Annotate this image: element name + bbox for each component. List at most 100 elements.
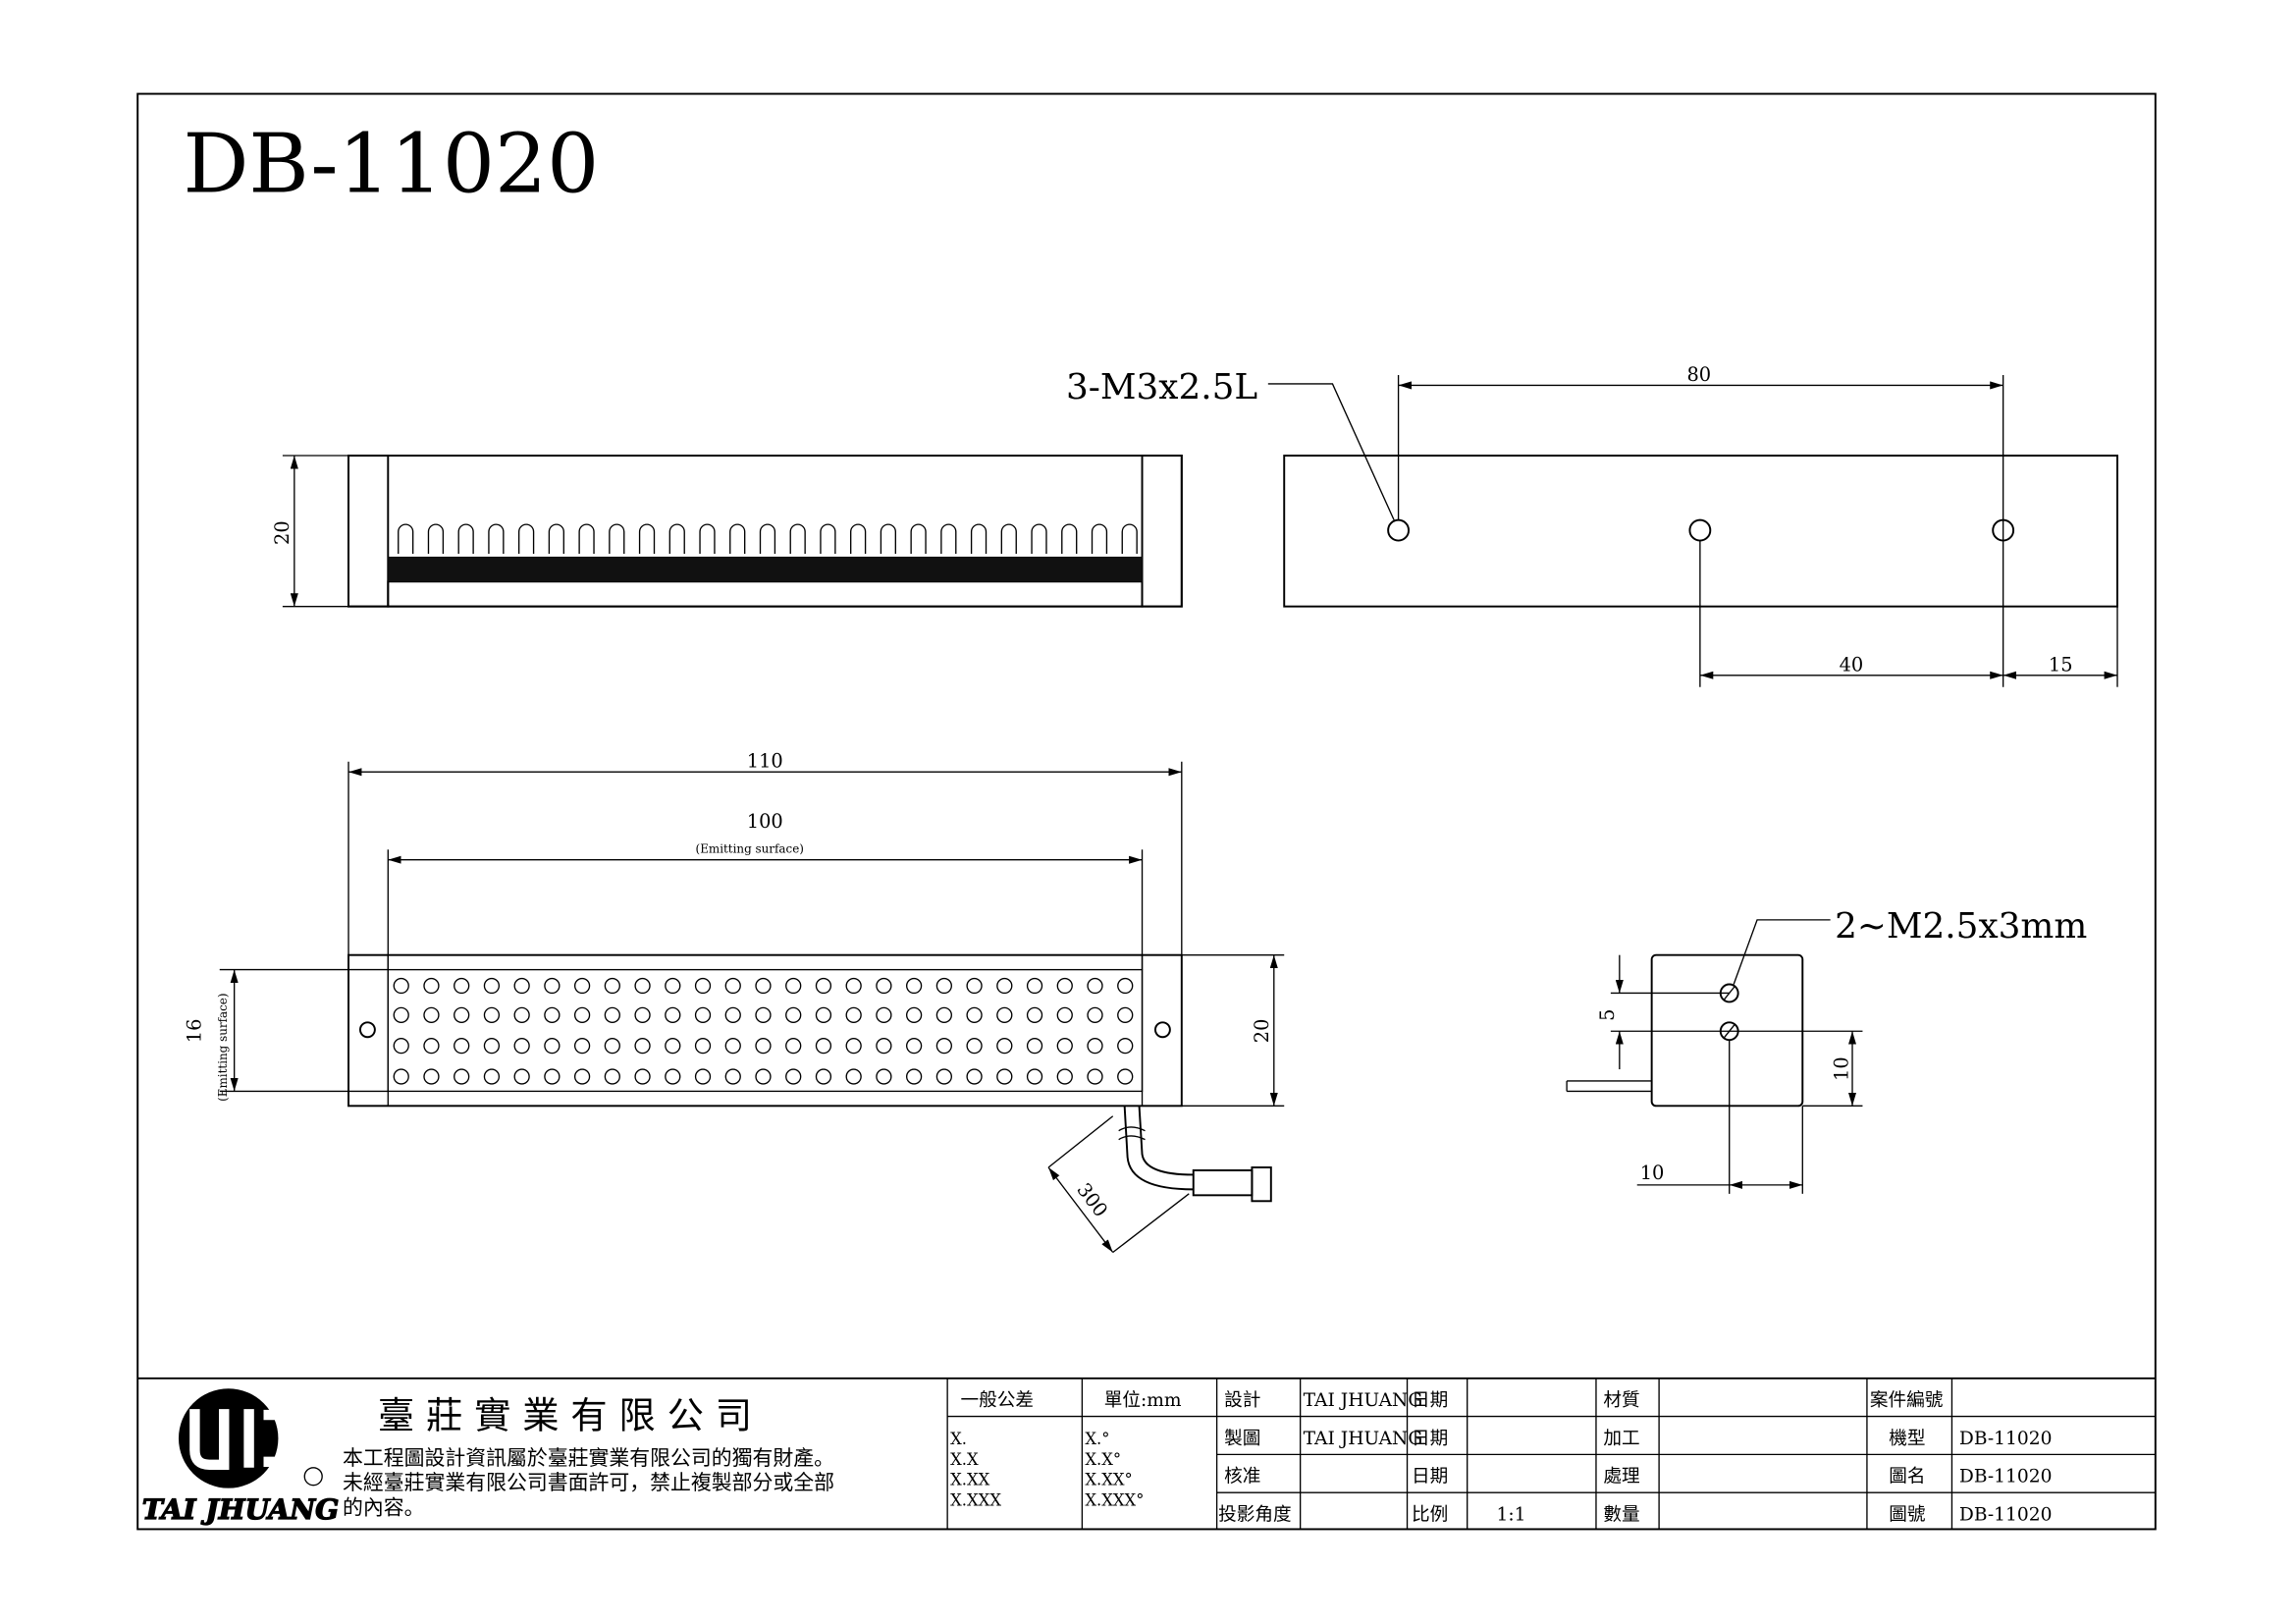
led xyxy=(1000,523,1017,554)
led-dot xyxy=(1026,977,1043,995)
led-dot xyxy=(694,977,712,995)
led-dot xyxy=(935,977,952,995)
led-dot xyxy=(665,977,681,995)
led-dot xyxy=(573,1068,591,1085)
dim-15: 15 xyxy=(2049,653,2073,676)
connector xyxy=(1192,1168,1254,1197)
info-value: DB-11020 xyxy=(1959,1429,2053,1449)
led-dot xyxy=(996,977,1013,995)
row-label: 投影角度 xyxy=(1218,1504,1292,1525)
led-dot xyxy=(724,1006,741,1023)
led-dot xyxy=(1026,1038,1043,1055)
led-dot xyxy=(573,1006,591,1023)
property-label: 數量 xyxy=(1603,1504,1639,1525)
led xyxy=(820,523,836,554)
info-value: DB-11020 xyxy=(1959,1467,2053,1488)
led xyxy=(759,523,776,554)
led-dot xyxy=(1117,977,1134,995)
led-dot xyxy=(513,1038,530,1055)
led-dot xyxy=(935,1006,952,1023)
property-label: 加工 xyxy=(1603,1429,1639,1449)
dim-height-bottom: 20 xyxy=(1251,1019,1273,1044)
property-label: 處理 xyxy=(1603,1467,1640,1488)
led-dot xyxy=(755,977,772,995)
front-section-view: 20 xyxy=(271,455,1183,608)
led-dot xyxy=(573,1038,591,1055)
company-name: 臺 莊 實 業 有 限 公 司 xyxy=(378,1394,752,1437)
led-dot xyxy=(845,1068,862,1085)
led xyxy=(970,523,988,554)
logo-text: TAI JHUANG xyxy=(142,1492,340,1526)
led-dot xyxy=(634,1068,651,1085)
led-dot xyxy=(483,977,501,995)
led xyxy=(940,523,957,554)
led-dot xyxy=(665,1068,681,1085)
led-dot xyxy=(755,1006,772,1023)
led-dot xyxy=(1087,1006,1103,1023)
emitting-surface-label: (Emitting surface) xyxy=(696,841,804,855)
led-dot xyxy=(785,1006,802,1023)
led-dot xyxy=(634,1006,651,1023)
led-dot xyxy=(423,977,440,995)
led-dot xyxy=(423,1038,440,1055)
led-dot xyxy=(694,1068,712,1085)
led-dot xyxy=(423,1006,440,1023)
led-dot xyxy=(755,1068,772,1085)
led xyxy=(638,523,656,554)
led-dot xyxy=(604,1068,620,1085)
led-dot xyxy=(454,1068,470,1085)
led xyxy=(880,523,897,554)
led-dot xyxy=(935,1038,952,1055)
led-dot xyxy=(1056,1038,1073,1055)
unit-header: 單位:mm xyxy=(1104,1390,1182,1411)
led-dot xyxy=(905,977,923,995)
led-dot xyxy=(454,977,470,995)
row-label: 核准 xyxy=(1224,1467,1260,1488)
led-dot xyxy=(876,1006,892,1023)
led-dot xyxy=(1026,1068,1043,1085)
led-dot xyxy=(755,1038,772,1055)
led-dot xyxy=(1056,977,1073,995)
led-dot xyxy=(483,1038,501,1055)
cable xyxy=(1118,1106,1272,1203)
led-dot xyxy=(423,1068,440,1085)
led-dot xyxy=(966,1068,983,1085)
dim-40: 40 xyxy=(1840,653,1864,676)
notice-line-1: 本工程圖設計資訊屬於臺莊實業有限公司的獨有財產。 xyxy=(343,1446,834,1470)
company-logo: TAI JHUANG xyxy=(141,1388,340,1527)
led-dot xyxy=(966,1006,983,1023)
dim-hole-spacing: 80 xyxy=(1686,363,1711,386)
led-dot xyxy=(785,977,802,995)
led-dot xyxy=(1056,1068,1073,1085)
dim-cable-length: 300 xyxy=(1072,1179,1112,1221)
info-label: 圖名 xyxy=(1889,1467,1925,1488)
led xyxy=(427,523,445,554)
led-dot xyxy=(694,1006,712,1023)
led xyxy=(488,523,505,554)
date-label: 日期 xyxy=(1412,1429,1448,1449)
led-dot xyxy=(604,1038,620,1055)
led xyxy=(729,523,746,554)
led xyxy=(1061,523,1078,554)
angle-tolerance-value: X.XXX° xyxy=(1085,1491,1144,1510)
led-dot xyxy=(815,1038,832,1055)
led-dot xyxy=(785,1068,802,1085)
led-dot xyxy=(393,1068,409,1085)
led-dot xyxy=(785,1038,802,1055)
info-value: DB-11020 xyxy=(1959,1504,2053,1525)
led-dot xyxy=(513,1068,530,1085)
led xyxy=(699,523,716,554)
led-dot xyxy=(544,1038,561,1055)
led-dot xyxy=(996,1068,1013,1085)
led xyxy=(457,523,474,554)
info-label: 案件編號 xyxy=(1870,1390,1944,1411)
dim-emitting-width: 16 xyxy=(183,1019,205,1044)
dim-length: 110 xyxy=(747,750,783,773)
led-dot xyxy=(1087,977,1103,995)
top-view: 80 40 15 3-M3x2.5L xyxy=(1066,363,2118,687)
drawing-title: DB-11020 xyxy=(183,116,599,212)
row-value: TAI JHUANG xyxy=(1304,1429,1423,1449)
led-dot xyxy=(513,1006,530,1023)
led-dot xyxy=(996,1038,1013,1055)
info-label: 機型 xyxy=(1889,1429,1925,1449)
